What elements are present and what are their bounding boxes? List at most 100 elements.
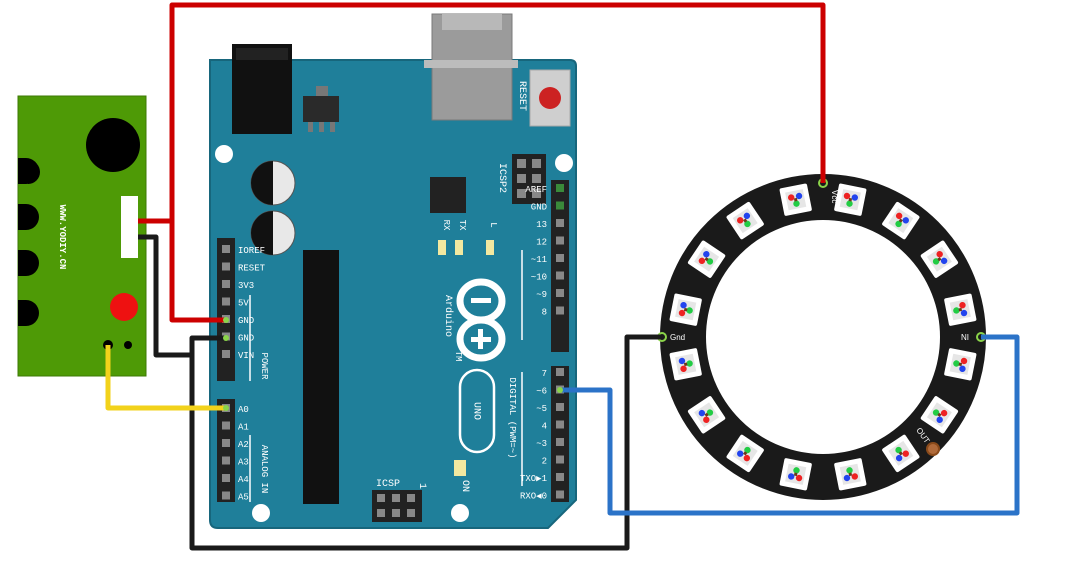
mount-hole xyxy=(451,504,469,522)
digital-header-label: DIGITAL (PWM=~) xyxy=(507,377,517,458)
sensor-brand-text: WWW.YODIY.CN xyxy=(57,205,67,270)
digital-pin[interactable] xyxy=(556,184,564,192)
analog-pin-a3[interactable] xyxy=(222,456,230,465)
power-header xyxy=(217,238,235,381)
led-pixel xyxy=(687,396,726,434)
digital-pin[interactable] xyxy=(556,219,564,227)
sensor-element xyxy=(86,118,140,172)
digital-pin[interactable] xyxy=(556,306,564,315)
ring-pcb xyxy=(660,174,986,500)
capacitor xyxy=(250,210,296,256)
digital-pin-label: 13 xyxy=(536,220,547,230)
digital-header-high xyxy=(551,180,569,352)
digital-pin[interactable] xyxy=(556,236,564,245)
digital-pin[interactable] xyxy=(556,420,564,429)
led-pixel xyxy=(834,458,867,491)
on-label: ON xyxy=(459,480,470,492)
wire-ring-vcc xyxy=(169,2,826,221)
board-pcb xyxy=(209,59,577,529)
digital-pin-label: GND xyxy=(531,203,547,213)
digital-pin-label: 4 xyxy=(542,422,547,432)
led-pixel xyxy=(779,458,812,491)
digital-pin-label: ~11 xyxy=(531,255,547,265)
led-pixel xyxy=(687,240,726,278)
power-pin-3v3[interactable] xyxy=(222,280,230,288)
digital-pin[interactable] xyxy=(556,271,564,280)
l-led xyxy=(486,240,494,255)
on-led xyxy=(454,460,466,476)
power-pin-vin[interactable] xyxy=(222,350,230,358)
icsp2-header xyxy=(512,154,546,204)
digital-pin[interactable] xyxy=(556,289,564,297)
analog-pin-a2[interactable] xyxy=(222,439,230,447)
digital-pin-label: ~9 xyxy=(536,290,547,300)
voltage-regulator xyxy=(303,96,339,122)
icsp2-label: ICSP2 xyxy=(496,163,507,193)
digital-pin[interactable] xyxy=(556,490,564,499)
analog-pin-label: A1 xyxy=(238,423,249,433)
led-pixel xyxy=(726,201,764,240)
analog-pin-a1[interactable] xyxy=(222,421,230,430)
wires xyxy=(105,2,1020,551)
digital-pin-label: TXO▶1 xyxy=(520,474,547,484)
digital-pin-label: 12 xyxy=(536,238,547,248)
digital-header-low xyxy=(551,366,569,502)
analog-header-label: ANALOG IN xyxy=(259,445,269,494)
reset-button-cap[interactable] xyxy=(539,87,561,109)
wire-ring-gnd xyxy=(189,334,662,551)
led-ring: Vcc Gnd NI OUT xyxy=(657,174,986,500)
arduino-brand-label: Arduino xyxy=(442,295,454,337)
arduino-board: RESET ICSP2 TX RX L xyxy=(209,13,577,529)
power-pin-label: 3V3 xyxy=(238,281,254,291)
uno-label: UNO xyxy=(470,402,481,420)
digital-pin[interactable] xyxy=(556,403,564,411)
wire-ring-data xyxy=(560,334,1020,516)
reset-label: RESET xyxy=(516,81,527,111)
l-label: L xyxy=(488,222,498,227)
sensor-pin xyxy=(124,341,132,349)
digital-pin[interactable] xyxy=(556,473,564,481)
tx-led xyxy=(455,240,463,255)
digital-pin[interactable] xyxy=(556,438,564,446)
digital-pin[interactable] xyxy=(556,455,564,464)
analog-pin-label: A4 xyxy=(238,475,249,485)
power-pin-label: 5V xyxy=(238,299,249,309)
tm-label: TM xyxy=(453,351,463,362)
analog-header xyxy=(217,399,235,502)
atmega-chip xyxy=(303,250,339,504)
vcc-label: Vcc xyxy=(830,190,839,203)
led-pixel xyxy=(779,183,812,216)
power-pin-label: VIN xyxy=(238,351,254,361)
analog-pin-a4[interactable] xyxy=(222,474,230,482)
digital-pin-label: ~5 xyxy=(536,404,547,414)
icsp-pin1-label: 1 xyxy=(416,483,427,489)
led-pixel xyxy=(669,348,702,381)
icsp-label: ICSP xyxy=(376,479,400,490)
power-pin-label: RESET xyxy=(238,264,266,274)
led-pixel xyxy=(669,293,702,326)
power-pin-ioref[interactable] xyxy=(222,245,230,253)
digital-pin-label: 7 xyxy=(542,369,547,379)
led-pixel xyxy=(944,293,977,326)
analog-pin-a5[interactable] xyxy=(222,491,230,500)
digital-pin[interactable] xyxy=(556,201,564,210)
power-pin-5v[interactable] xyxy=(222,297,230,306)
led-pixel xyxy=(834,183,867,216)
digital-pin-label: 8 xyxy=(542,308,547,318)
digital-pin[interactable] xyxy=(556,254,564,262)
mount-notches xyxy=(18,158,39,326)
wire-sensor-5v xyxy=(138,218,226,323)
power-pin-reset[interactable] xyxy=(222,262,230,271)
digital-pin-label: RXO◀0 xyxy=(520,492,547,502)
icsp-header xyxy=(372,490,422,522)
power-pin-label: GND xyxy=(238,334,254,344)
wire-sensor-signal xyxy=(105,345,226,411)
digital-pin[interactable] xyxy=(556,368,564,376)
analog-pin-label: A3 xyxy=(238,458,249,468)
digital-pin-label: ~3 xyxy=(536,439,547,449)
mount-hole xyxy=(555,154,573,172)
analog-pin-label: A5 xyxy=(238,493,249,503)
